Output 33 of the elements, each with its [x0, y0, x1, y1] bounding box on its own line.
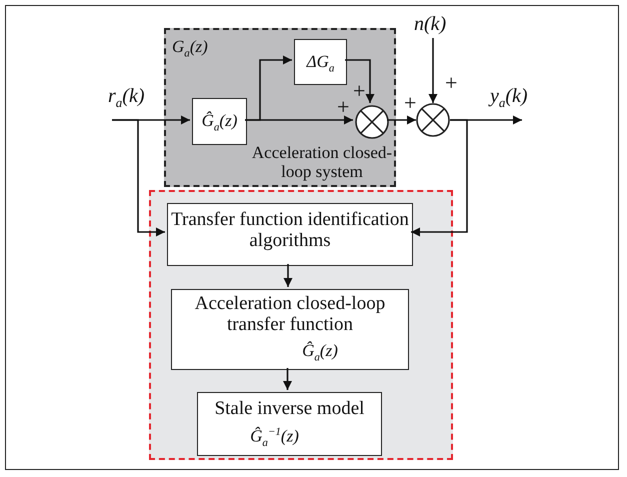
block-label: Ĝ$_{a}$(z) — [200, 112, 238, 134]
signal-label: y$_{a}$(k) — [490, 86, 528, 109]
formula-label: Ĝ$_{a}$(z) — [301, 342, 339, 364]
box-label: Transfer function identification algorithms — [170, 210, 410, 252]
signal-label: n(k) — [414, 14, 446, 34]
sign-label: + — [445, 72, 458, 94]
sign-label: + — [353, 80, 366, 102]
formula-label: Ĝ$_{a}$$^{−1}$(z) — [249, 426, 300, 450]
summing-junction — [355, 105, 389, 139]
arrow — [283, 368, 292, 390]
signal-label: r$_{a}$(k) — [108, 86, 144, 109]
process-box — [171, 289, 409, 370]
sign-label: + — [404, 92, 416, 114]
block-title: G$_{a}$(z) — [172, 38, 209, 60]
process-box — [167, 203, 413, 266]
arrow — [411, 119, 468, 236]
identification-region — [149, 190, 453, 460]
arrow — [428, 38, 438, 103]
box-label: Acceleration closed-loop transfer function — [194, 294, 386, 336]
sign-label: + — [337, 96, 350, 118]
summing-junction — [416, 103, 450, 137]
arrow — [345, 59, 374, 103]
arrow — [387, 116, 416, 124]
arrow — [112, 119, 165, 236]
transfer-function-block — [192, 98, 247, 145]
block-caption: Acceleration closed-loop system — [250, 144, 394, 182]
block-label: ΔG$_{a}$ — [305, 53, 336, 75]
box-label: Stale inverse model — [214, 399, 366, 420]
arrow — [284, 264, 292, 287]
arrow — [245, 116, 353, 124]
process-box — [197, 392, 382, 456]
uncertainty-block — [294, 39, 347, 85]
system-block — [164, 28, 396, 187]
